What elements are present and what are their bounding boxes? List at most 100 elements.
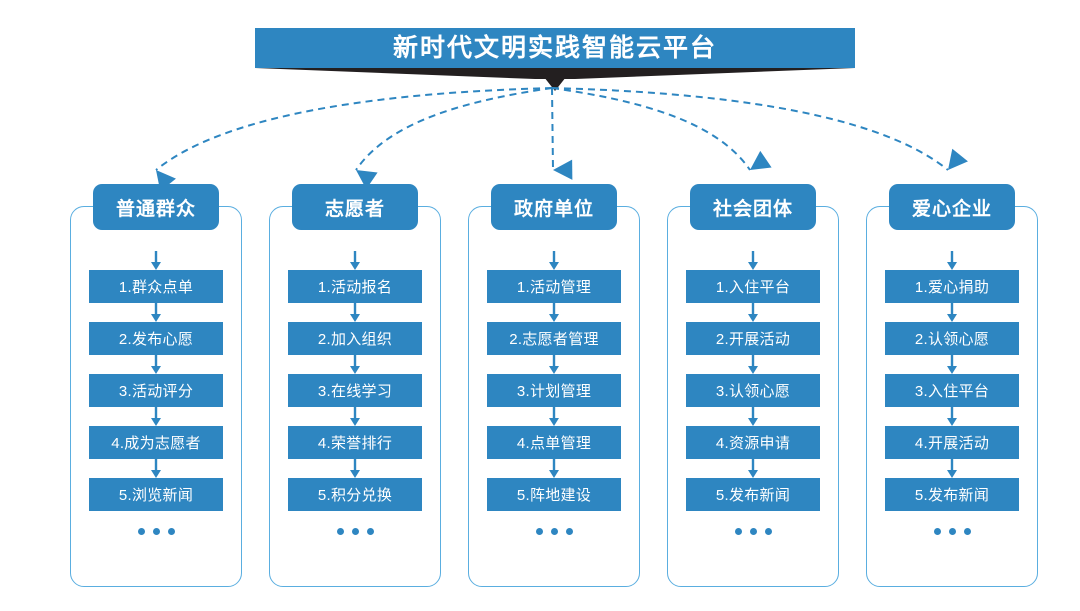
arrow-down-icon (947, 303, 957, 322)
step-item[interactable]: 3.活动评分 (89, 374, 223, 407)
role-column-public[interactable]: 普通群众 1.群众点单 2.发布心愿 3.活动评分 4.成为志愿者 5.浏览新闻 (70, 184, 242, 587)
banner-shadow-trapezoid (255, 68, 855, 79)
dot-icon (933, 527, 941, 535)
platform-title-bar: 新时代文明实践智能云平台 (255, 28, 855, 68)
step-item[interactable]: 3.计划管理 (487, 374, 621, 407)
step-item[interactable]: 1.入住平台 (686, 270, 820, 303)
role-header-public[interactable]: 普通群众 (93, 184, 219, 230)
role-column-government[interactable]: 政府单位 1.活动管理 2.志愿者管理 3.计划管理 4.点单管理 5.阵地建设 (468, 184, 640, 587)
dot-icon (336, 527, 344, 535)
step-label: 2.加入组织 (317, 331, 393, 348)
step-label: 5.浏览新闻 (118, 487, 194, 504)
step-label: 3.认领心愿 (715, 383, 791, 400)
step-label: 4.点单管理 (516, 435, 592, 452)
step-item[interactable]: 2.认领心愿 (885, 322, 1019, 355)
step-label: 5.积分兑换 (317, 487, 393, 504)
triangle-down-icon (544, 77, 566, 91)
step-label: 2.开展活动 (715, 331, 791, 348)
step-item[interactable]: 4.点单管理 (487, 426, 621, 459)
step-item[interactable]: 5.浏览新闻 (89, 478, 223, 511)
step-label: 4.开展活动 (914, 435, 990, 452)
role-step-list: 1.群众点单 2.发布心愿 3.活动评分 4.成为志愿者 5.浏览新闻 (71, 251, 241, 536)
arrow-down-icon (151, 355, 161, 374)
step-item[interactable]: 1.群众点单 (89, 270, 223, 303)
arrow-down-icon (748, 355, 758, 374)
role-header-label: 社会团体 (712, 198, 793, 220)
role-header-government[interactable]: 政府单位 (491, 184, 617, 230)
step-label: 3.活动评分 (118, 383, 194, 400)
dot-icon (366, 527, 374, 535)
step-item[interactable]: 4.资源申请 (686, 426, 820, 459)
role-step-list: 1.活动报名 2.加入组织 3.在线学习 4.荣誉排行 5.积分兑换 (270, 251, 440, 536)
connector-to-public (155, 87, 553, 192)
role-header-label: 爱心企业 (911, 198, 992, 220)
step-item[interactable]: 1.活动管理 (487, 270, 621, 303)
step-item[interactable]: 2.发布心愿 (89, 322, 223, 355)
connector-to-government (551, 87, 573, 180)
arrow-down-icon (350, 355, 360, 374)
dot-icon (167, 527, 175, 535)
dot-icon (152, 527, 160, 535)
role-header-social-group[interactable]: 社会团体 (690, 184, 816, 230)
step-item[interactable]: 1.爱心捐助 (885, 270, 1019, 303)
step-item[interactable]: 4.成为志愿者 (89, 426, 223, 459)
platform-title-banner: 新时代文明实践智能云平台 (255, 28, 855, 91)
step-item[interactable]: 5.发布新闻 (686, 478, 820, 511)
role-header-volunteer[interactable]: 志愿者 (292, 184, 418, 230)
step-label: 1.群众点单 (118, 279, 194, 296)
step-item[interactable]: 5.积分兑换 (288, 478, 422, 511)
step-label: 1.活动报名 (317, 279, 393, 296)
more-steps-ellipsis (734, 526, 772, 536)
step-item[interactable]: 3.入住平台 (885, 374, 1019, 407)
arrow-down-icon (549, 407, 559, 426)
connector-to-charity-enterprise (551, 87, 968, 171)
step-item[interactable]: 1.活动报名 (288, 270, 422, 303)
step-item[interactable]: 2.开展活动 (686, 322, 820, 355)
dot-icon (749, 527, 757, 535)
step-item[interactable]: 3.在线学习 (288, 374, 422, 407)
step-item[interactable]: 2.志愿者管理 (487, 322, 621, 355)
step-label: 5.发布新闻 (914, 487, 990, 504)
step-label: 4.成为志愿者 (111, 435, 201, 452)
step-label: 4.资源申请 (715, 435, 791, 452)
step-item[interactable]: 4.荣誉排行 (288, 426, 422, 459)
arrow-down-icon (350, 459, 360, 478)
step-label: 4.荣誉排行 (317, 435, 393, 452)
step-item[interactable]: 5.发布新闻 (885, 478, 1019, 511)
step-item[interactable]: 5.阵地建设 (487, 478, 621, 511)
role-column-social-group[interactable]: 社会团体 1.入住平台 2.开展活动 3.认领心愿 4.资源申请 5.发布新闻 (667, 184, 839, 587)
step-label: 2.发布心愿 (118, 331, 194, 348)
step-item[interactable]: 2.加入组织 (288, 322, 422, 355)
step-label: 3.计划管理 (516, 383, 592, 400)
step-label: 5.阵地建设 (516, 487, 592, 504)
arrow-down-icon (151, 407, 161, 426)
arrow-down-icon (748, 459, 758, 478)
dot-icon (550, 527, 558, 535)
step-item[interactable]: 3.认领心愿 (686, 374, 820, 407)
step-label: 2.认领心愿 (914, 331, 990, 348)
dot-icon (734, 527, 742, 535)
connector-to-volunteer (355, 87, 553, 190)
arrow-down-icon (947, 251, 957, 270)
page-title: 新时代文明实践智能云平台 (392, 34, 717, 62)
role-column-charity-enterprise[interactable]: 爱心企业 1.爱心捐助 2.认领心愿 3.入住平台 4.开展活动 5.发布新闻 (866, 184, 1038, 587)
role-column-volunteer[interactable]: 志愿者 1.活动报名 2.加入组织 3.在线学习 4.荣誉排行 5.积分兑换 (269, 184, 441, 587)
step-label: 2.志愿者管理 (509, 331, 599, 348)
dot-icon (764, 527, 772, 535)
role-header-charity-enterprise[interactable]: 爱心企业 (889, 184, 1015, 230)
more-steps-ellipsis (336, 526, 374, 536)
role-header-label: 志愿者 (324, 198, 385, 220)
role-header-label: 政府单位 (513, 198, 594, 220)
arrow-down-icon (350, 407, 360, 426)
arrow-down-icon (549, 303, 559, 322)
more-steps-ellipsis (535, 526, 573, 536)
arrow-down-icon (151, 251, 161, 270)
arrow-down-icon (549, 251, 559, 270)
role-step-list: 1.入住平台 2.开展活动 3.认领心愿 4.资源申请 5.发布新闻 (668, 251, 838, 536)
step-label: 1.活动管理 (516, 279, 592, 296)
more-steps-ellipsis (137, 526, 175, 536)
arrow-down-icon (748, 251, 758, 270)
step-item[interactable]: 4.开展活动 (885, 426, 1019, 459)
role-header-label: 普通群众 (115, 198, 196, 220)
